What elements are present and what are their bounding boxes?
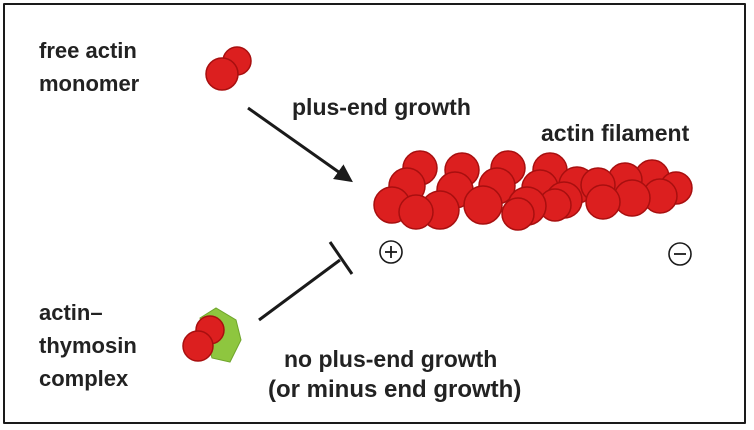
actin-filament-label: actin filament xyxy=(541,120,690,146)
actin-subunit xyxy=(463,185,503,225)
plus-end-marker xyxy=(379,240,403,264)
actin-subunit xyxy=(398,194,434,230)
minus-end-marker xyxy=(668,242,692,266)
actin-filament xyxy=(373,150,693,231)
figure-border xyxy=(3,3,746,424)
actin-thymosin-label-line2: thymosin xyxy=(39,333,137,358)
actin-thymosin-label-line1: actin– xyxy=(39,300,103,325)
or-minus-end-growth-label: (or minus end growth) xyxy=(268,376,522,403)
free-actin-monomer-label-line1: free actin xyxy=(39,38,137,63)
actin-subunit xyxy=(585,184,621,220)
blocked-growth-arrow xyxy=(258,241,354,322)
plus-end-growth-arrow xyxy=(247,106,353,183)
no-plus-end-growth-label: no plus-end growth xyxy=(284,346,498,372)
actin-thymosin-complex xyxy=(182,307,242,363)
plus-end-growth-label: plus-end growth xyxy=(292,94,471,120)
free-actin-monomer xyxy=(205,46,252,91)
actin-thymosin-label-line3: complex xyxy=(39,366,129,391)
actin-subunit xyxy=(501,197,535,231)
free-actin-monomer-label-line2: monomer xyxy=(39,71,140,96)
